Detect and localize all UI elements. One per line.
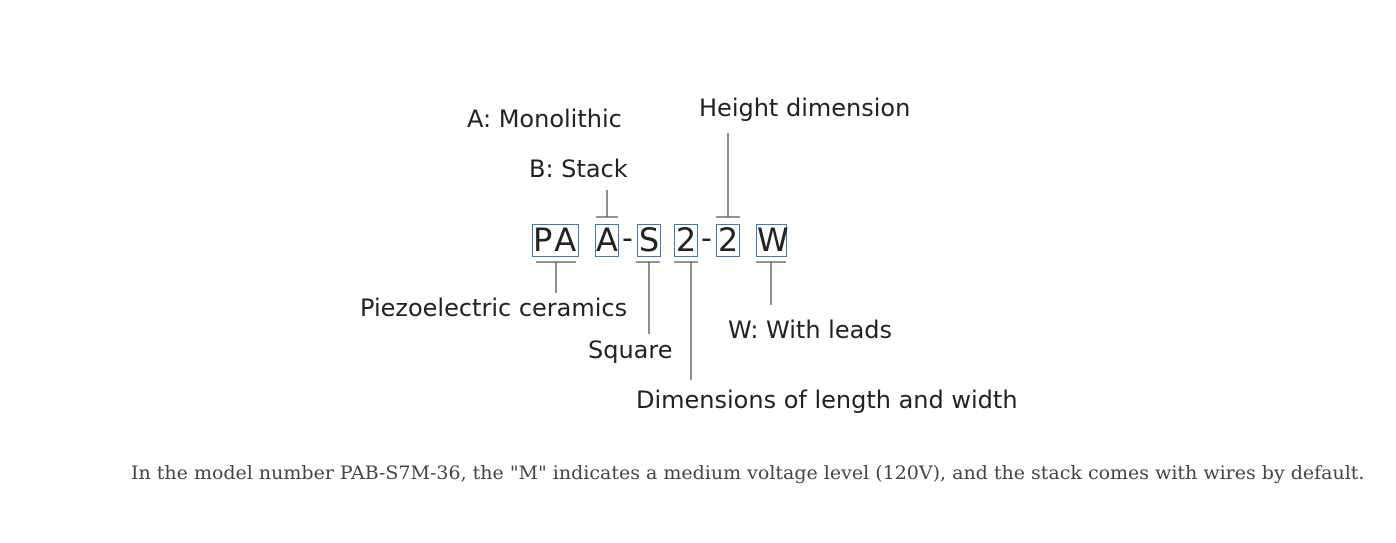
height-connector bbox=[716, 133, 740, 218]
footnote: In the model number PAB-S7M-36, the "M" … bbox=[131, 462, 1365, 484]
code-box-2b: 2 bbox=[716, 221, 740, 259]
label-monolithic: A: Monolithic bbox=[467, 105, 622, 133]
label-dimensions: Dimensions of length and width bbox=[636, 386, 1018, 414]
label-square: Square bbox=[588, 336, 673, 364]
label-with-leads: W: With leads bbox=[728, 316, 893, 344]
label-stack: B: Stack bbox=[529, 155, 628, 183]
label-height: Height dimension bbox=[699, 94, 911, 122]
code-dash: - bbox=[701, 221, 712, 256]
type-connector bbox=[596, 190, 618, 218]
dimensions-connector bbox=[674, 261, 698, 380]
code-dash: - bbox=[622, 221, 633, 256]
code-box-2a: 2 bbox=[674, 221, 698, 259]
leads-connector bbox=[756, 261, 786, 305]
code-box-s: S bbox=[637, 221, 661, 259]
piezo-connector bbox=[536, 261, 576, 293]
code-box-pa: PA bbox=[532, 221, 581, 259]
label-piezo: Piezoelectric ceramics bbox=[360, 294, 628, 322]
square-connector bbox=[636, 261, 660, 334]
code-box-a: A bbox=[595, 221, 619, 259]
code-box-w: W bbox=[756, 221, 789, 259]
